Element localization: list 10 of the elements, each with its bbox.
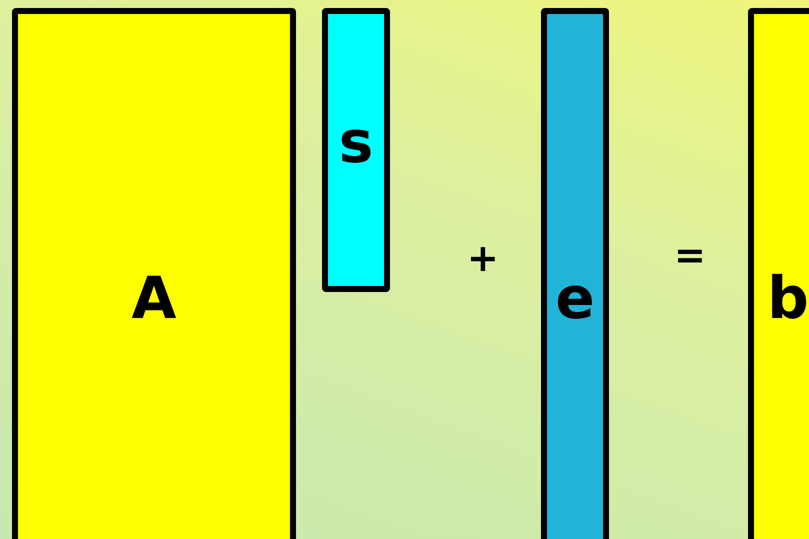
matrix-label: b	[767, 269, 809, 327]
vector-block	[322, 8, 390, 292]
vector-block	[541, 8, 609, 539]
matrix-label: e	[555, 269, 595, 327]
operator-sign: +	[467, 239, 499, 277]
matrix-label: A	[132, 269, 176, 327]
matrix-block	[12, 8, 296, 539]
matrix-label: s	[338, 113, 374, 171]
vector-block	[748, 8, 809, 539]
operator-sign: =	[674, 236, 706, 274]
